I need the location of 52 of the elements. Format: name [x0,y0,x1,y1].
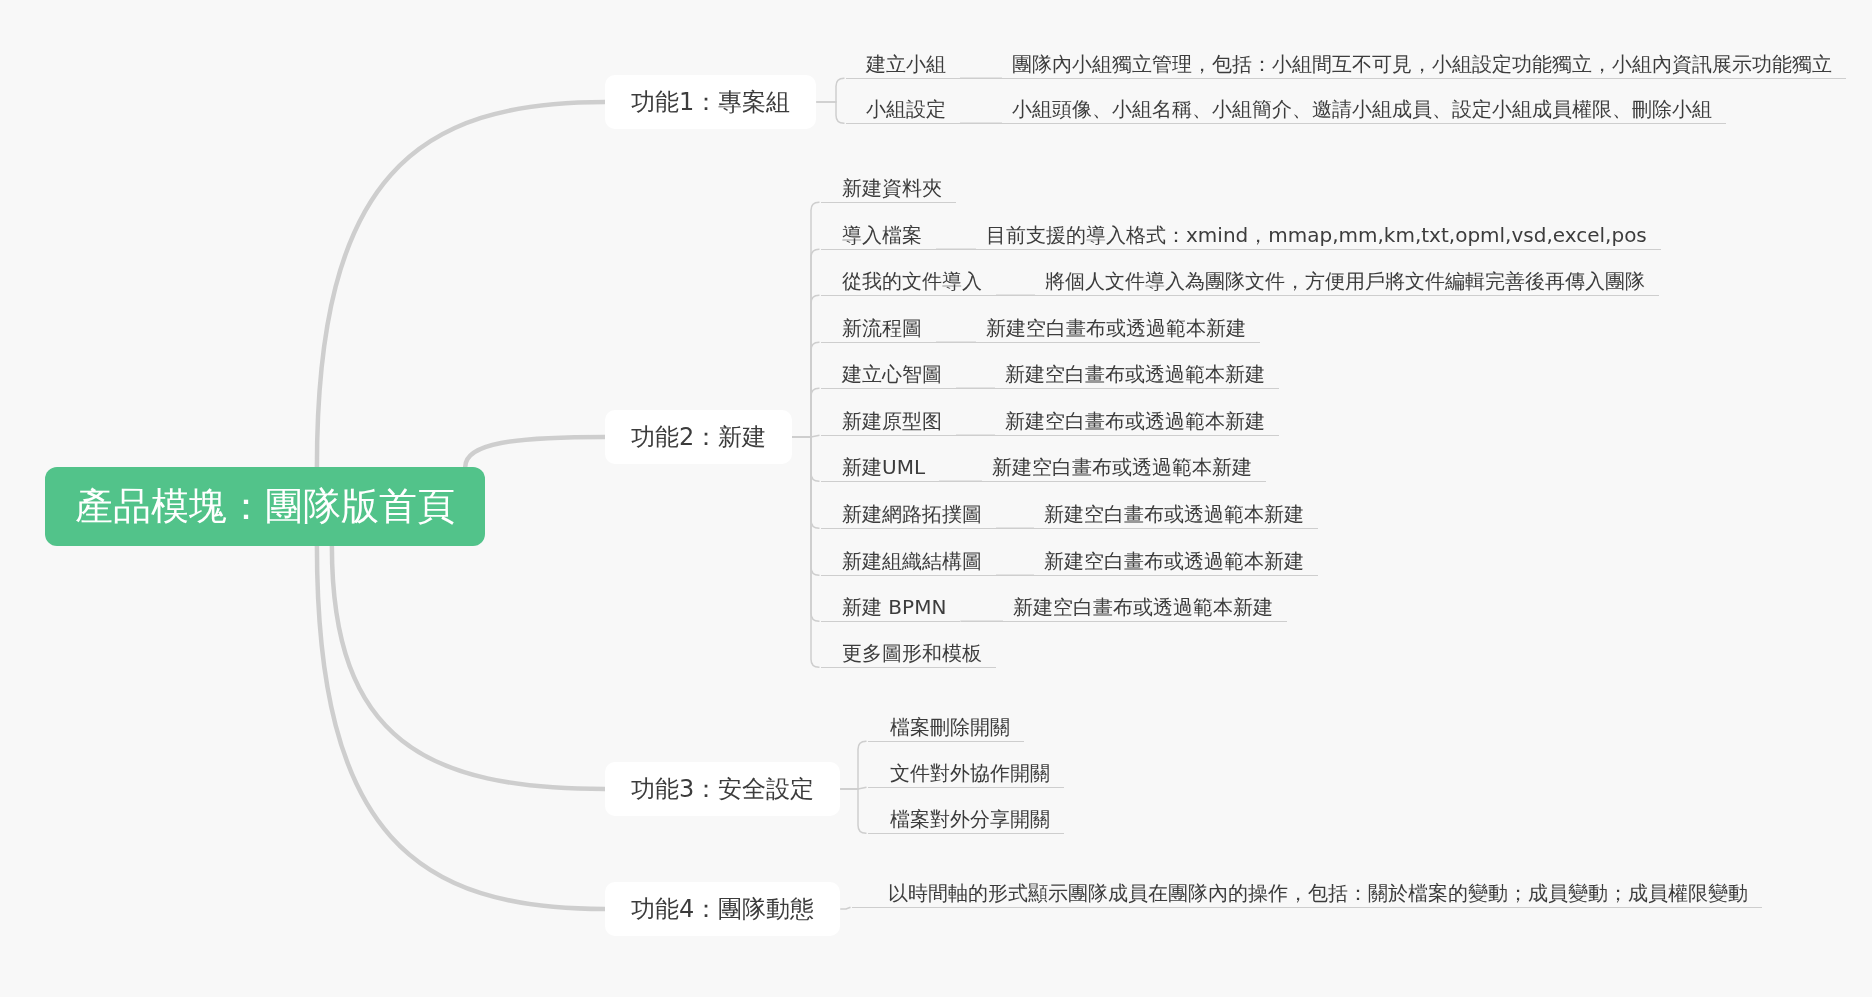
connector-line [815,101,846,124]
description-text: 新建空白畫布或透過範本新建 [995,409,1279,436]
topic-label: 新建資料夾 [821,176,956,203]
topic-label: 新建UML [821,455,940,482]
description-text: 將個人文件導入為團隊文件，方便用戶將文件編輯完善後再傳入團隊 [1035,269,1659,296]
topic-label: 小組設定 [846,97,960,124]
description-text: 新建空白畫布或透過範本新建 [976,316,1260,343]
connector-line [938,480,983,482]
topic-label: 新建組織結構圖 [821,549,996,576]
description-text: 團隊內小組獨立管理，包括：小組間互不可見，小組設定功能獨立，小組內資訊展示功能獨立 [1002,52,1846,79]
topic-label: 從我的文件導入 [821,269,996,296]
description-text: 新建空白畫布或透過範本新建 [1034,502,1318,529]
topic-box: 功能2：新建 [605,410,793,464]
topic-label: 文件對外協作開關 [868,761,1064,788]
topic-label: 新建 BPMN [821,595,961,622]
description-text: 新建空白畫布或透過範本新建 [995,362,1279,389]
central-topic-box: 產品模塊：團隊版首頁 [45,467,485,546]
connector-line [935,248,977,250]
topic-box: 功能3：安全設定 [605,762,841,816]
topic-label: 建立心智圖 [821,362,956,389]
connector-line [995,574,1035,576]
description-text: 目前支援的導入格式：xmind，mmap,mm,km,txt,opml,vsd,excel,pos [976,223,1661,250]
topic-label: 新建網路拓撲圖 [821,502,996,529]
topic-label: 更多圖形和模板 [821,641,996,668]
connector-line [314,545,606,912]
description-text: 新建空白畫布或透過範本新建 [1003,595,1287,622]
topic-box: 功能4：團隊動態 [605,882,841,936]
connector-line [995,527,1035,529]
description-text: 新建空白畫布或透過範本新建 [982,455,1266,482]
description-text: 新建空白畫布或透過範本新建 [1034,549,1318,576]
connector-line [995,294,1036,296]
connector-line [839,788,868,834]
connector-line [791,436,821,668]
topic-label: 新流程圖 [821,316,936,343]
topic-label: 檔案對外分享開關 [868,807,1064,834]
connector-line [839,906,852,910]
connector-line [959,122,1003,124]
connector-line [314,99,606,468]
topic-label: 檔案刪除開關 [868,715,1024,742]
connector-line [955,387,996,389]
topic-box: 功能1：專案組 [605,75,817,129]
topic-label: 新建原型图 [821,409,956,436]
connector-line [955,434,996,436]
topic-label: 以時間軸的形式顯示團隊成員在團隊內的操作，包括：關於檔案的變動；成員變動；成員權限變動 [852,881,1762,908]
connector-line [959,620,1004,622]
connector-line [329,545,606,792]
connector-line [959,77,1003,79]
connector-line [935,341,977,343]
topic-label: 建立小組 [846,52,960,79]
connector-line [463,434,605,468]
topic-label: 導入檔案 [821,223,936,250]
description-text: 小組頭像、小組名稱、小組簡介、邀請小組成員、設定小組成員權限、刪除小組 [1002,97,1726,124]
